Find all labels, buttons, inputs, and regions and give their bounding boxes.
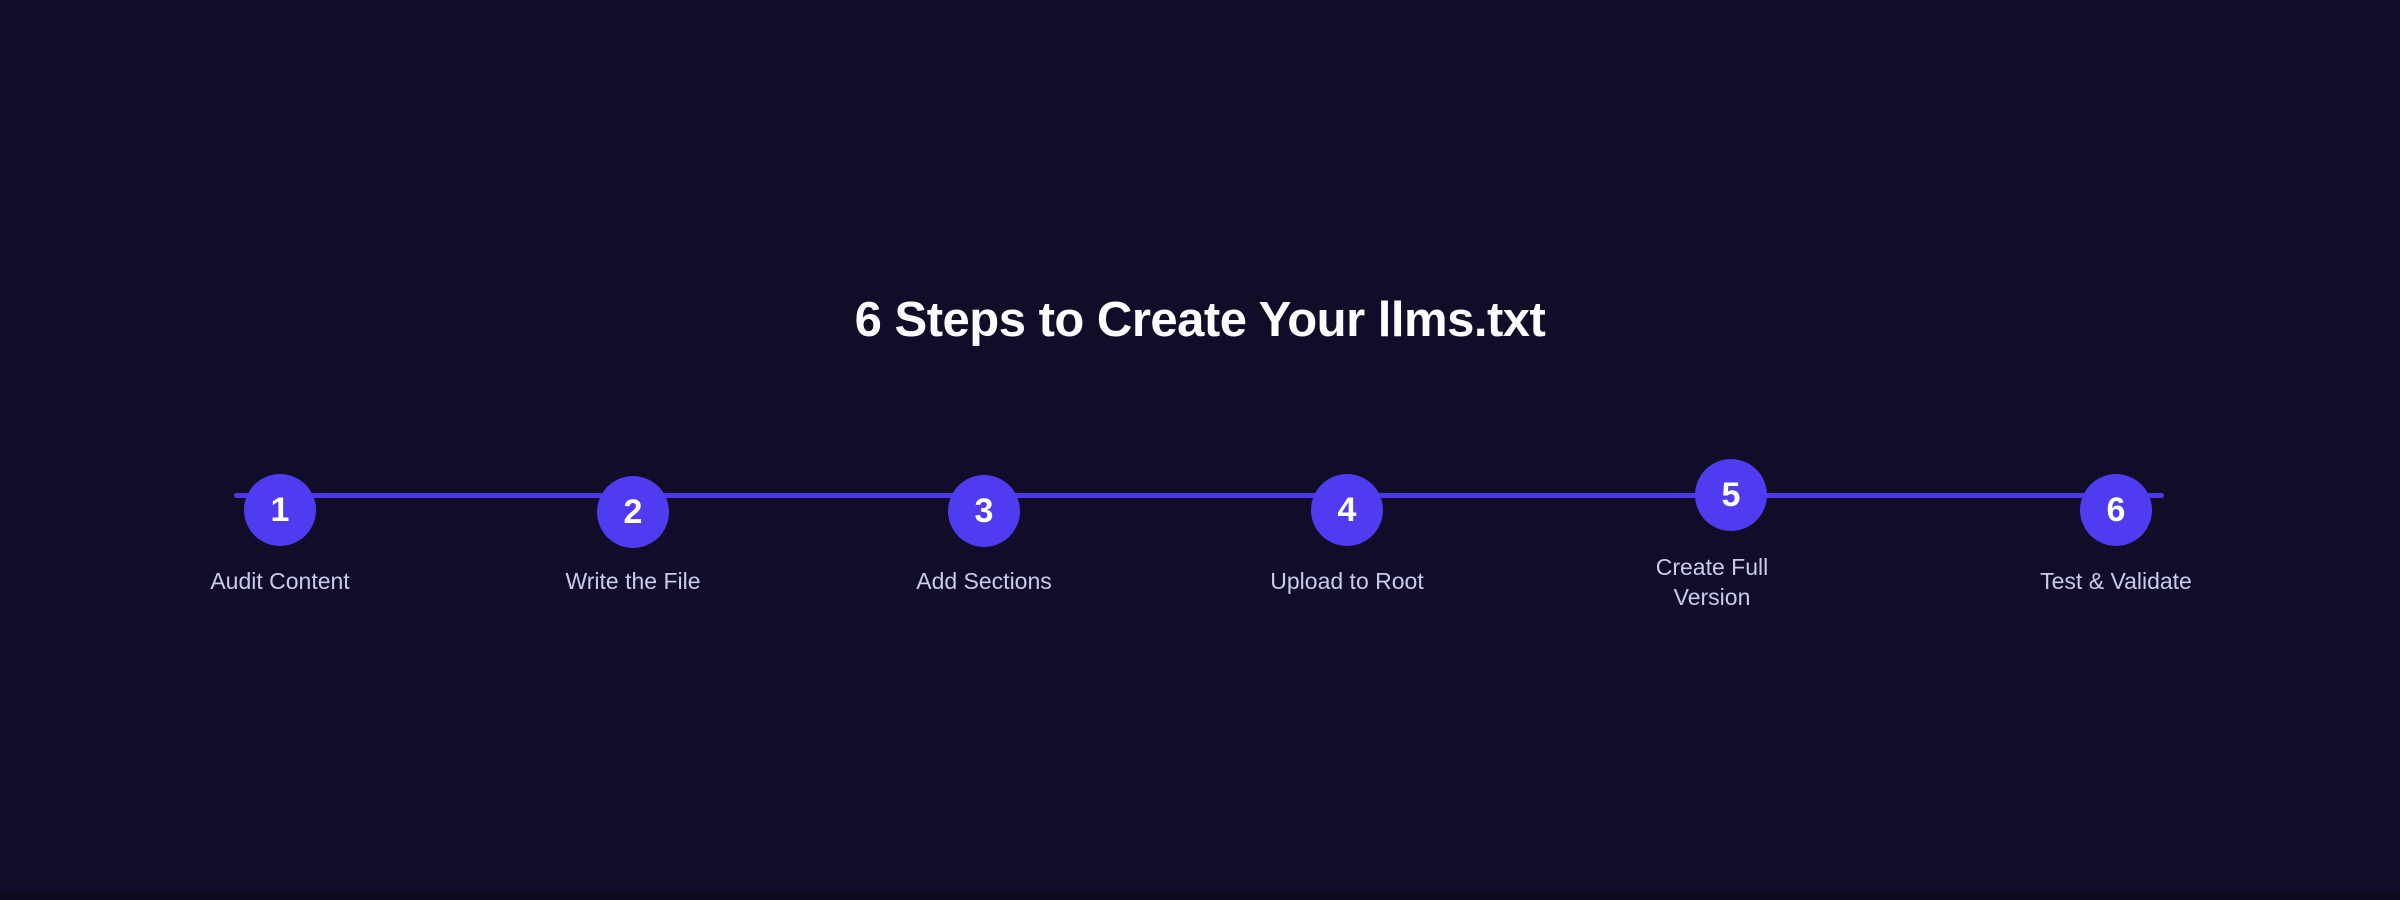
- step-circle-4: 4: [1311, 474, 1383, 546]
- step-number: 2: [623, 492, 643, 531]
- step-circle-5: 5: [1695, 459, 1767, 531]
- step-number: 6: [2106, 490, 2126, 529]
- step-number: 1: [270, 490, 290, 529]
- step-label-add-sections: Add Sections: [916, 568, 1052, 594]
- step-number: 4: [1337, 490, 1357, 529]
- timeline-connector-line: [234, 493, 2164, 498]
- bottom-edge-strip: [0, 894, 2400, 900]
- step-circle-2: 2: [597, 476, 669, 548]
- step-label-test-and-validate: Test & Validate: [2040, 568, 2192, 594]
- step-circle-6: 6: [2080, 474, 2152, 546]
- step-number: 3: [974, 491, 994, 530]
- step-circle-1: 1: [244, 474, 316, 546]
- step-label-upload-to-root: Upload to Root: [1270, 568, 1424, 594]
- step-label-audit-content: Audit Content: [210, 568, 350, 594]
- step-number: 5: [1721, 475, 1741, 514]
- step-label-write-the-file: Write the File: [565, 568, 701, 594]
- step-circle-3: 3: [948, 475, 1020, 547]
- step-label-create-full-version: Create Full Version: [1655, 554, 1769, 610]
- page-title: 6 Steps to Create Your llms.txt: [854, 293, 1546, 347]
